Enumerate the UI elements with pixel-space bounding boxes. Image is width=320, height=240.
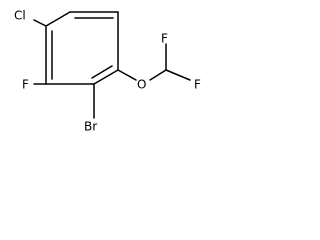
atom-label-o: O: [137, 78, 146, 92]
bonds: [33, 11, 191, 119]
bond-c1-cl: [33, 19, 47, 27]
structure-canvas: Cl F Br O F F: [14, 9, 201, 134]
atom-label-f-top: F: [161, 32, 168, 46]
bond-cf-f-right: [165, 69, 191, 81]
atom-label-cl: Cl: [14, 9, 26, 23]
atom-label-br: Br: [84, 120, 97, 134]
atom-label-f-right: F: [194, 78, 201, 92]
ring-bond-c1-c2: [45, 11, 71, 27]
ring-bond-c4-c5: [93, 69, 119, 85]
atom-labels: Cl F Br O F F: [14, 9, 201, 134]
bond-c4-o: [117, 69, 137, 81]
atom-label-f-ring: F: [22, 78, 29, 92]
double-bond-inner-c4-c5: [91, 65, 113, 79]
bond-o-cf: [149, 69, 167, 81]
